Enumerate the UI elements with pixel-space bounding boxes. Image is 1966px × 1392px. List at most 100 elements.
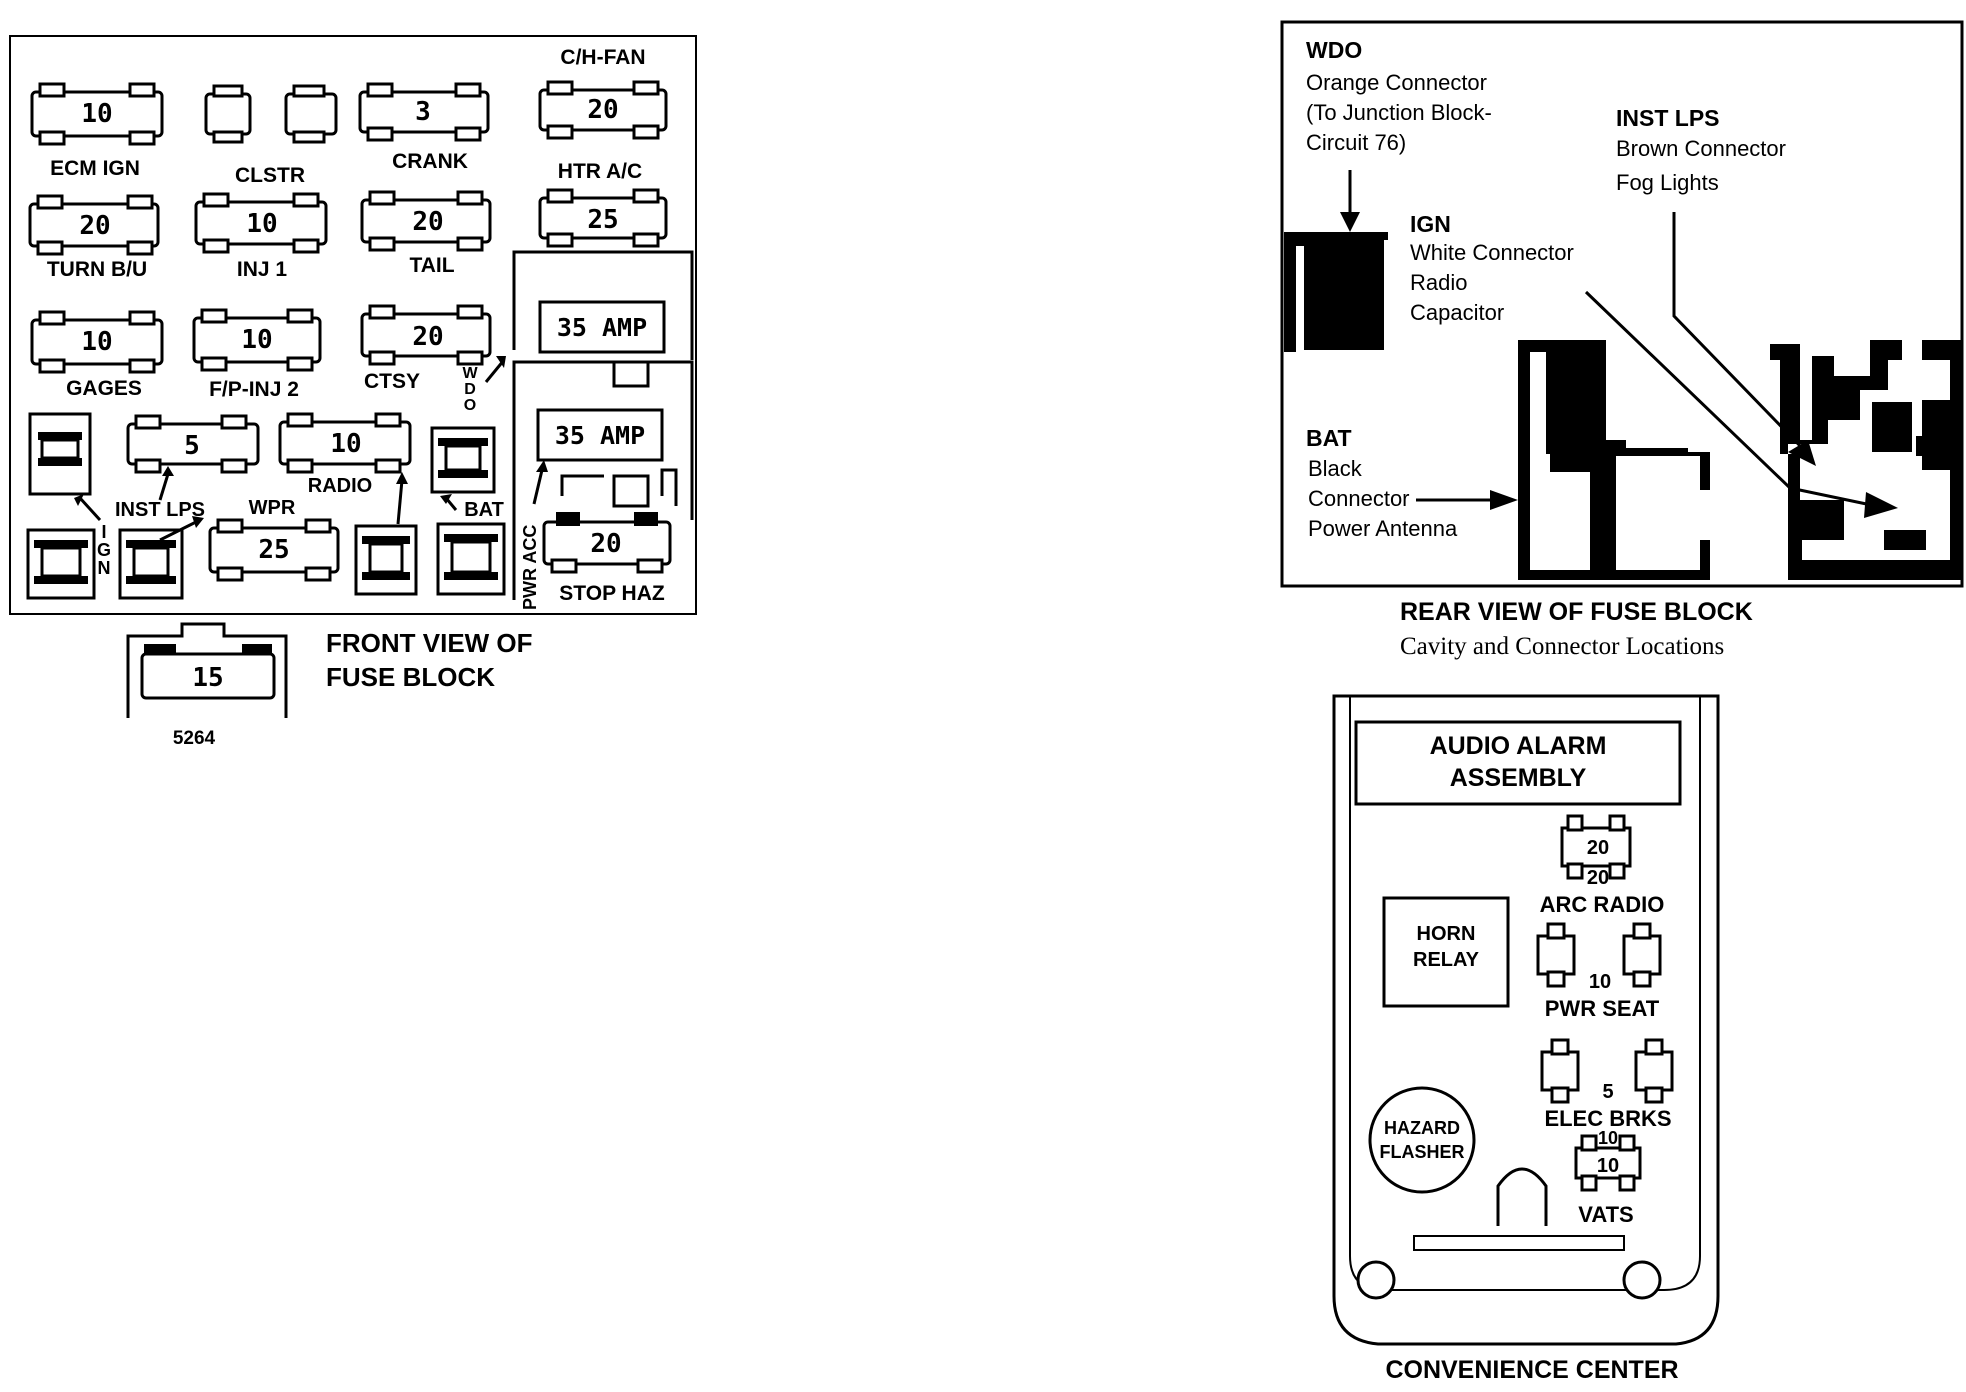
fuse-inj1: 10	[194, 192, 328, 254]
fuse-inj1-label: INJ 1	[237, 258, 288, 281]
fuse-fp-inj2-value: 10	[241, 325, 272, 355]
convenience-center-caption: CONVENIENCE CENTER	[1385, 1356, 1678, 1384]
horn-relay-line1: HORN	[1417, 923, 1476, 945]
horn-relay-line2: RELAY	[1413, 949, 1480, 971]
connector-inst-lps	[118, 528, 184, 600]
cc-fuse-elec-brks-value: 5	[1602, 1081, 1613, 1103]
fuse-fp-inj2: 10	[192, 308, 322, 372]
fuse-radio-value: 10	[330, 429, 361, 459]
cc-fuse-elec-brks-label: ELEC BRKS	[1544, 1106, 1671, 1131]
callout-wdo-line3: Circuit 76)	[1306, 130, 1406, 155]
circuit-breaker-2: 35 AMP	[536, 408, 664, 462]
cc-fuse-vats-label: VATS	[1578, 1202, 1633, 1227]
hazard-flasher-line1: HAZARD	[1384, 1118, 1460, 1138]
cc-fuse-arc-radio: 20 20	[1560, 814, 1632, 889]
fuse-turn-bu: 20	[28, 194, 160, 256]
fuse-stop-haz-value: 20	[590, 529, 621, 559]
fuse-gages: 10	[30, 310, 164, 374]
hazard-flasher: HAZARD FLASHER	[1368, 1086, 1476, 1194]
connector-radio-side	[354, 524, 418, 596]
cc-fuse-arc-radio-value-2: 20	[1587, 867, 1609, 889]
front-caption-line1: FRONT VIEW OF	[326, 628, 533, 658]
cc-fuse-pwr-seat-value: 10	[1589, 971, 1611, 993]
callout-wdo-line2: (To Junction Block-	[1306, 100, 1492, 125]
fuse-gages-value: 10	[81, 327, 112, 357]
fuse-25-top-value: 25	[587, 205, 618, 235]
fuse-turn-bu-value: 20	[79, 211, 110, 241]
figure-number: 5264	[173, 728, 216, 749]
callout-inst-lps-line1: Brown Connector	[1616, 136, 1786, 161]
fuse-inst-lps-label: INST LPS	[115, 499, 205, 521]
front-fuse-block: 10 ECM IGN CLSTR 3 CRANK C/H-FAN 20 HTR …	[9, 35, 697, 615]
fuse-ecm-ign: 10	[30, 82, 164, 146]
fuse-htr-ac-label: HTR A/C	[558, 160, 642, 183]
fuse-ctsy: 20	[360, 304, 492, 366]
fuse-stop-haz: 20	[542, 512, 672, 574]
rear-fuse-block: WDO Orange Connector (To Junction Block-…	[1280, 20, 1964, 588]
fuse-c-h-fan-label: C/H-FAN	[560, 46, 645, 69]
fuse-inst-lps: 5	[126, 414, 260, 474]
horn-relay: HORN RELAY	[1382, 896, 1510, 1008]
pwr-acc-label: PWR ACC	[520, 525, 540, 610]
fuse-15: 15	[126, 622, 288, 718]
fuse-crank: 3	[358, 82, 490, 142]
callout-bat-title: BAT	[1306, 425, 1352, 451]
fuse-tail-value: 20	[412, 207, 443, 237]
callout-inst-lps-line2: Fog Lights	[1616, 170, 1719, 195]
audio-alarm-line2: ASSEMBLY	[1450, 764, 1587, 792]
fuse-clstr-label: CLSTR	[235, 164, 305, 187]
cc-fuse-arc-radio-value: 20	[1587, 837, 1609, 859]
connector-ign	[26, 528, 96, 600]
cc-fuse-pwr-seat-label: PWR SEAT	[1545, 996, 1660, 1021]
convenience-center: AUDIO ALARM ASSEMBLY HORN RELAY HAZARD F…	[1332, 694, 1720, 1346]
callout-wdo-title: WDO	[1306, 37, 1362, 63]
fuse-ctsy-label: CTSY	[364, 370, 420, 393]
fuse-radio: 10	[278, 412, 412, 474]
cc-fuse-vats-value-top: 10	[1598, 1128, 1618, 1148]
audio-alarm-line1: AUDIO ALARM	[1430, 732, 1607, 760]
breaker-2-label: 35 AMP	[555, 421, 645, 450]
connector-bat	[436, 522, 506, 596]
circuit-breaker-1: 35 AMP	[538, 300, 666, 354]
hazard-flasher-line2: FLASHER	[1380, 1142, 1465, 1162]
rear-subcaption: Cavity and Connector Locations	[1400, 633, 1724, 660]
callout-bat-line2: Connector	[1308, 486, 1410, 511]
fuse-fp-inj2-label: F/P-INJ 2	[209, 378, 299, 401]
fuse-inj1-value: 10	[246, 209, 277, 239]
cc-fuse-arc-radio-label: ARC RADIO	[1540, 892, 1665, 917]
fuse-turn-bu-label: TURN B/U	[47, 258, 147, 281]
fuse-crank-label: CRANK	[392, 150, 468, 173]
fuse-ecm-ign-value: 10	[81, 99, 112, 129]
connector-left-upper	[28, 412, 92, 496]
cc-fuse-elec-brks: 5	[1540, 1038, 1674, 1104]
bat-label: BAT	[464, 499, 504, 521]
fuse-htr-ac-value: 20	[587, 95, 618, 125]
callout-ign-line3: Capacitor	[1410, 300, 1504, 325]
fuse-crank-value: 3	[415, 97, 431, 127]
fuse-wpr-value: 25	[258, 535, 289, 565]
callout-inst-lps-title: INST LPS	[1616, 105, 1720, 131]
fuse-15-value: 15	[192, 663, 223, 693]
fuse-radio-label: RADIO	[308, 475, 372, 497]
fuse-wpr: 25	[208, 518, 340, 582]
cc-fuse-vats: 10 10	[1574, 1128, 1642, 1192]
front-caption-line2: FUSE BLOCK	[326, 662, 495, 692]
fuse-tail-label: TAIL	[409, 254, 454, 277]
fuse-ctsy-value: 20	[412, 322, 443, 352]
fuse-inst-lps-value: 5	[184, 431, 200, 461]
front-block-outline	[9, 35, 697, 615]
fuse-25-top: 25	[538, 188, 668, 248]
fuse-wpr-label: WPR	[249, 497, 296, 519]
callout-bat-line1: Black	[1308, 456, 1363, 481]
cc-fuse-pwr-seat: 10	[1536, 922, 1662, 993]
fuse-ecm-ign-label: ECM IGN	[50, 157, 140, 180]
callout-ign-line1: White Connector	[1410, 240, 1574, 265]
connector-wdo-side	[430, 426, 496, 494]
fuse-stop-haz-label: STOP HAZ	[559, 582, 665, 605]
fuse-tail: 20	[360, 190, 492, 252]
callout-wdo-line1: Orange Connector	[1306, 70, 1487, 95]
callout-ign-title: IGN	[1410, 211, 1451, 237]
fuse-gages-label: GAGES	[66, 377, 142, 400]
